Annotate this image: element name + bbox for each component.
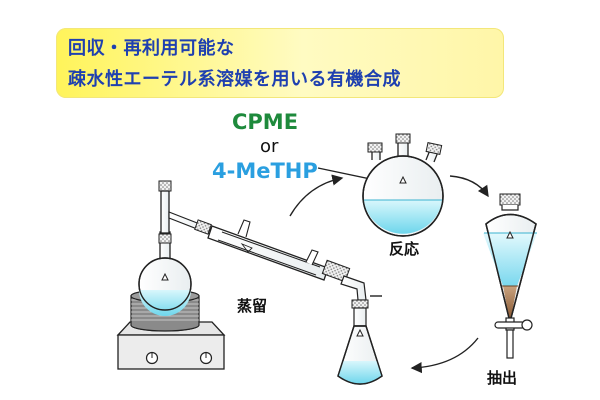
step-label-extraction: 抽出 xyxy=(487,369,518,387)
arrow-to-extraction xyxy=(449,175,489,198)
reaction-flask xyxy=(362,133,444,237)
receiving-flask xyxy=(321,259,383,385)
condenser xyxy=(207,219,329,281)
distillation-head xyxy=(158,180,212,244)
title-line-2: 疎水性エーテル系溶媒を用いる有機合成 xyxy=(68,69,401,90)
arrow-to-distillation xyxy=(410,337,479,374)
solvent-cpme-label: CPME xyxy=(232,110,299,134)
solvent-or-label: or xyxy=(260,136,279,157)
distillation-flask xyxy=(138,231,192,316)
arrow-to-reaction xyxy=(289,174,344,217)
step-label-distillation: 蒸留 xyxy=(237,297,268,315)
title-line-1: 回収・再利用可能な xyxy=(68,38,235,59)
solvent-4methp-label: 4-MeTHP xyxy=(212,159,318,183)
separatory-funnel xyxy=(483,193,537,359)
title-banner: 回収・再利用可能な 疎水性エーテル系溶媒を用いる有機合成 xyxy=(56,28,504,98)
step-label-reaction: 反応 xyxy=(389,240,420,258)
